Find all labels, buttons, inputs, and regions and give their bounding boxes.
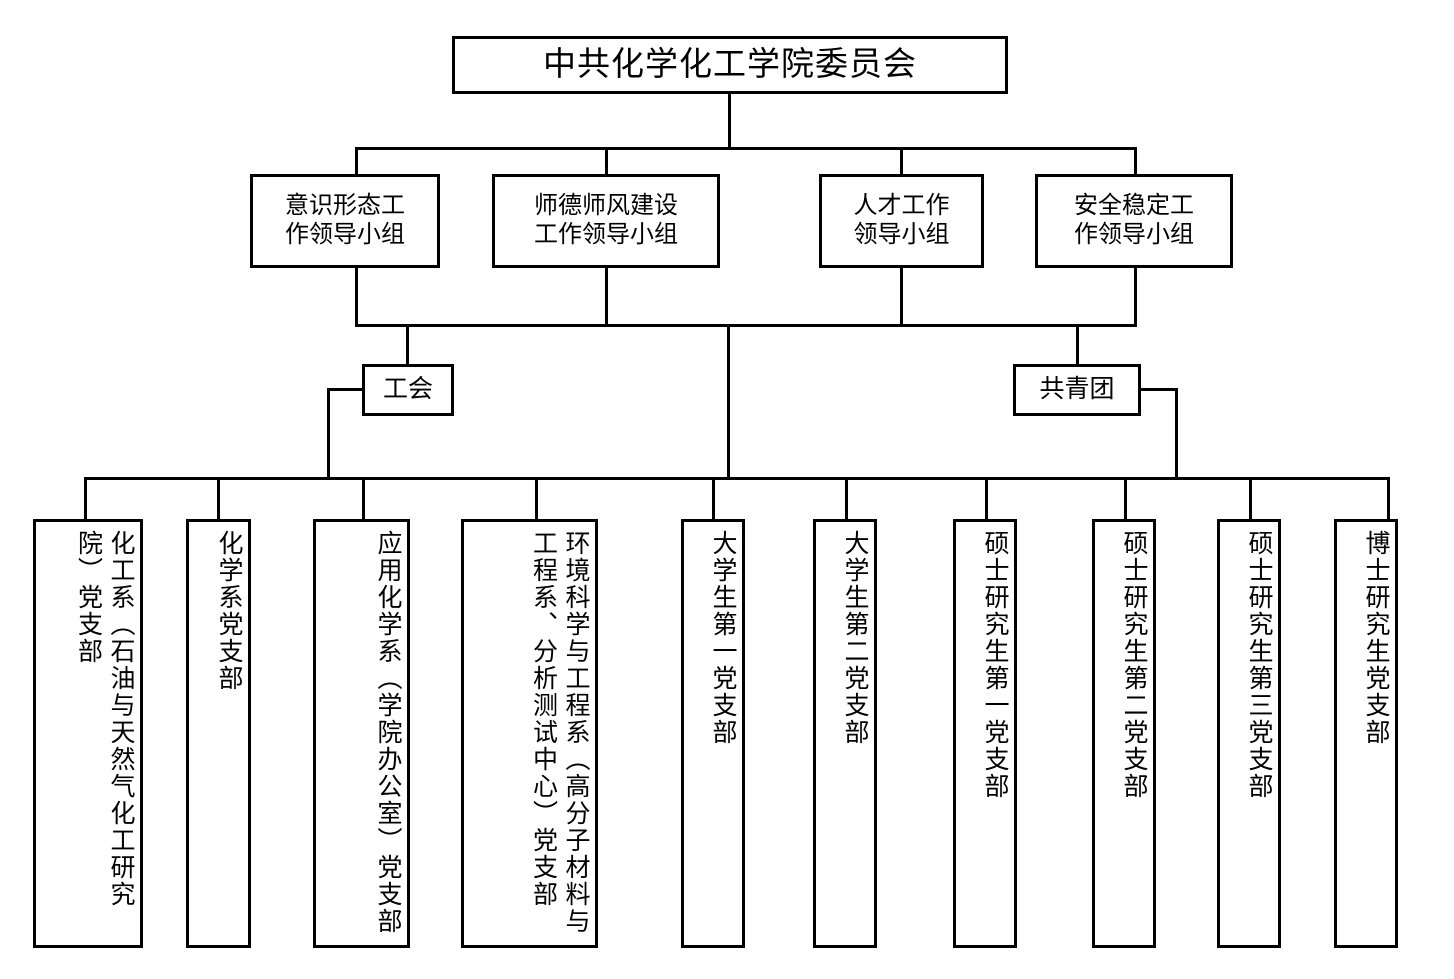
party-branch-label-3: 应用化学系（学院办公室）党支部 <box>374 530 401 935</box>
connector-riser-group-4 <box>1134 268 1137 326</box>
leading-group-label-safety-stability: 安全稳定工 作领导小组 <box>1074 192 1194 248</box>
connector-riser-group-1 <box>355 268 358 326</box>
leading-group-node-ideology[interactable]: 意识形态工 作领导小组 <box>250 174 440 268</box>
party-branch-node-4[interactable]: 环境科学与工程系（高分子材料与工程系、分析测试中心）党支部 <box>461 519 598 948</box>
connector-drop-group-3 <box>900 147 903 176</box>
party-branch-label-6: 大学生第二党支部 <box>841 530 868 746</box>
connector-drop-branch-7 <box>985 477 988 521</box>
party-branch-label-8: 硕士研究生第二党支部 <box>1120 530 1147 800</box>
leading-group-label-teacher-ethics: 师德师风建设 工作领导小组 <box>534 192 678 248</box>
party-branch-label-4: 环境科学与工程系（高分子材料与工程系、分析测试中心）党支部 <box>529 530 590 935</box>
connector-drop-branch-8 <box>1124 477 1127 521</box>
leading-group-node-safety-stability[interactable]: 安全稳定工 作领导小组 <box>1035 174 1233 268</box>
connector-drop-branch-3 <box>362 477 365 521</box>
mass-org-node-youth-league[interactable]: 共青团 <box>1013 364 1141 416</box>
connector-drop-group-4 <box>1134 147 1137 176</box>
connector-riser-group-2 <box>605 268 608 326</box>
leading-group-node-teacher-ethics[interactable]: 师德师风建设 工作领导小组 <box>492 174 720 268</box>
party-branch-label-5: 大学生第一党支部 <box>709 530 736 746</box>
connector-drop-branch-6 <box>845 477 848 521</box>
root-node-label: 中共化学化工学院委员会 <box>543 46 917 83</box>
party-branch-label-9: 硕士研究生第三党支部 <box>1245 530 1272 800</box>
connector-spine-to-branch-bus <box>727 324 730 479</box>
connector-drop-youth-league <box>1076 324 1079 364</box>
connector-youth-league-elbow-horizontal <box>1138 388 1178 391</box>
mass-org-label-labor-union: 工会 <box>382 375 433 403</box>
connector-drop-branch-1 <box>84 477 87 521</box>
party-branch-node-2[interactable]: 化学系党支部 <box>186 519 251 948</box>
connector-union-elbow-horizontal <box>327 388 365 391</box>
party-branch-node-3[interactable]: 应用化学系（学院办公室）党支部 <box>313 519 410 948</box>
party-branch-label-10: 博士研究生党支部 <box>1362 530 1389 746</box>
leading-group-node-talent[interactable]: 人才工作 领导小组 <box>819 174 984 268</box>
connector-riser-group-3 <box>900 268 903 326</box>
leading-group-label-ideology: 意识形态工 作领导小组 <box>285 192 405 248</box>
connector-youth-league-elbow-vertical <box>1175 388 1178 479</box>
mass-org-label-youth-league: 共青团 <box>1039 375 1115 403</box>
connector-bus-party-branches <box>84 477 1390 480</box>
party-branch-node-8[interactable]: 硕士研究生第二党支部 <box>1092 519 1156 948</box>
party-branch-label-7: 硕士研究生第一党支部 <box>981 530 1008 800</box>
connector-drop-union <box>406 324 409 364</box>
party-branch-node-5[interactable]: 大学生第一党支部 <box>681 519 745 948</box>
party-branch-node-6[interactable]: 大学生第二党支部 <box>813 519 877 948</box>
connector-drop-branch-5 <box>712 477 715 521</box>
connector-bus-mass-organizations <box>355 324 1137 327</box>
leading-group-label-talent: 人才工作 领导小组 <box>853 192 950 248</box>
party-branch-label-2: 化学系党支部 <box>215 530 242 692</box>
connector-drop-group-1 <box>355 147 358 176</box>
connector-bus-leading-groups <box>355 147 1137 150</box>
connector-drop-group-2 <box>605 147 608 176</box>
connector-drop-branch-2 <box>217 477 220 521</box>
mass-org-node-labor-union[interactable]: 工会 <box>362 364 454 416</box>
connector-drop-branch-4 <box>535 477 538 521</box>
connector-union-elbow-vertical <box>327 388 330 479</box>
party-branch-node-9[interactable]: 硕士研究生第三党支部 <box>1217 519 1281 948</box>
party-branch-label-1: 化工系（石油与天然气化工研究院）党支部 <box>74 530 135 908</box>
root-node-party-committee[interactable]: 中共化学化工学院委员会 <box>452 36 1008 94</box>
connector-drop-branch-9 <box>1249 477 1252 521</box>
connector-root-stem <box>728 94 731 149</box>
party-branch-node-10[interactable]: 博士研究生党支部 <box>1334 519 1398 948</box>
connector-drop-branch-10 <box>1387 477 1390 521</box>
party-branch-node-7[interactable]: 硕士研究生第一党支部 <box>953 519 1017 948</box>
party-branch-node-1[interactable]: 化工系（石油与天然气化工研究院）党支部 <box>33 519 143 948</box>
